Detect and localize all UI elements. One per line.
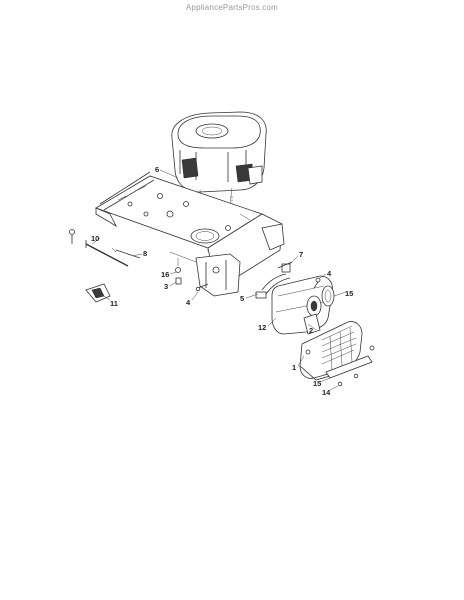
callout-4-left: 4 — [186, 298, 191, 307]
site-watermark: AppliancePartsPros.com — [186, 3, 278, 12]
callout-15-bottom: 15 — [313, 379, 321, 388]
exhaust-pipe — [255, 273, 291, 299]
callout-10: 10 — [91, 234, 99, 243]
callout-12: 12 — [258, 323, 266, 332]
callout-14: 14 — [322, 388, 331, 397]
rod-8 — [111, 247, 141, 259]
callout-labels: 6 10 8 16 3 4 11 7 4 5 15 12 2 1 15 14 — [91, 165, 353, 397]
heat-shield-2 — [303, 313, 321, 335]
callout-1: 1 — [292, 363, 296, 372]
exhaust-clamp-7 — [277, 261, 293, 273]
bracket-11 — [85, 283, 111, 303]
gasket-15-top — [321, 285, 335, 307]
muffler-12 — [271, 275, 333, 335]
callout-4-right: 4 — [327, 269, 332, 278]
engine — [171, 111, 267, 205]
callout-6: 6 — [155, 165, 159, 174]
tractor-frame — [95, 171, 285, 297]
fasteners-16-3 — [175, 258, 182, 285]
callout-11: 11 — [110, 299, 118, 308]
bolt-top-left — [69, 229, 75, 244]
bolt-4-right — [313, 277, 321, 289]
mounting-strap-14 — [325, 345, 375, 387]
rod-10 — [85, 240, 129, 267]
bolt-4-left — [195, 283, 209, 292]
callout-16: 16 — [161, 270, 169, 279]
callout-7: 7 — [299, 250, 303, 259]
callout-2: 2 — [309, 326, 313, 335]
leader-lines — [91, 169, 347, 391]
callout-15-top: 15 — [345, 289, 353, 298]
callout-8: 8 — [143, 249, 147, 258]
callout-3: 3 — [164, 282, 168, 291]
callout-5: 5 — [240, 294, 244, 303]
